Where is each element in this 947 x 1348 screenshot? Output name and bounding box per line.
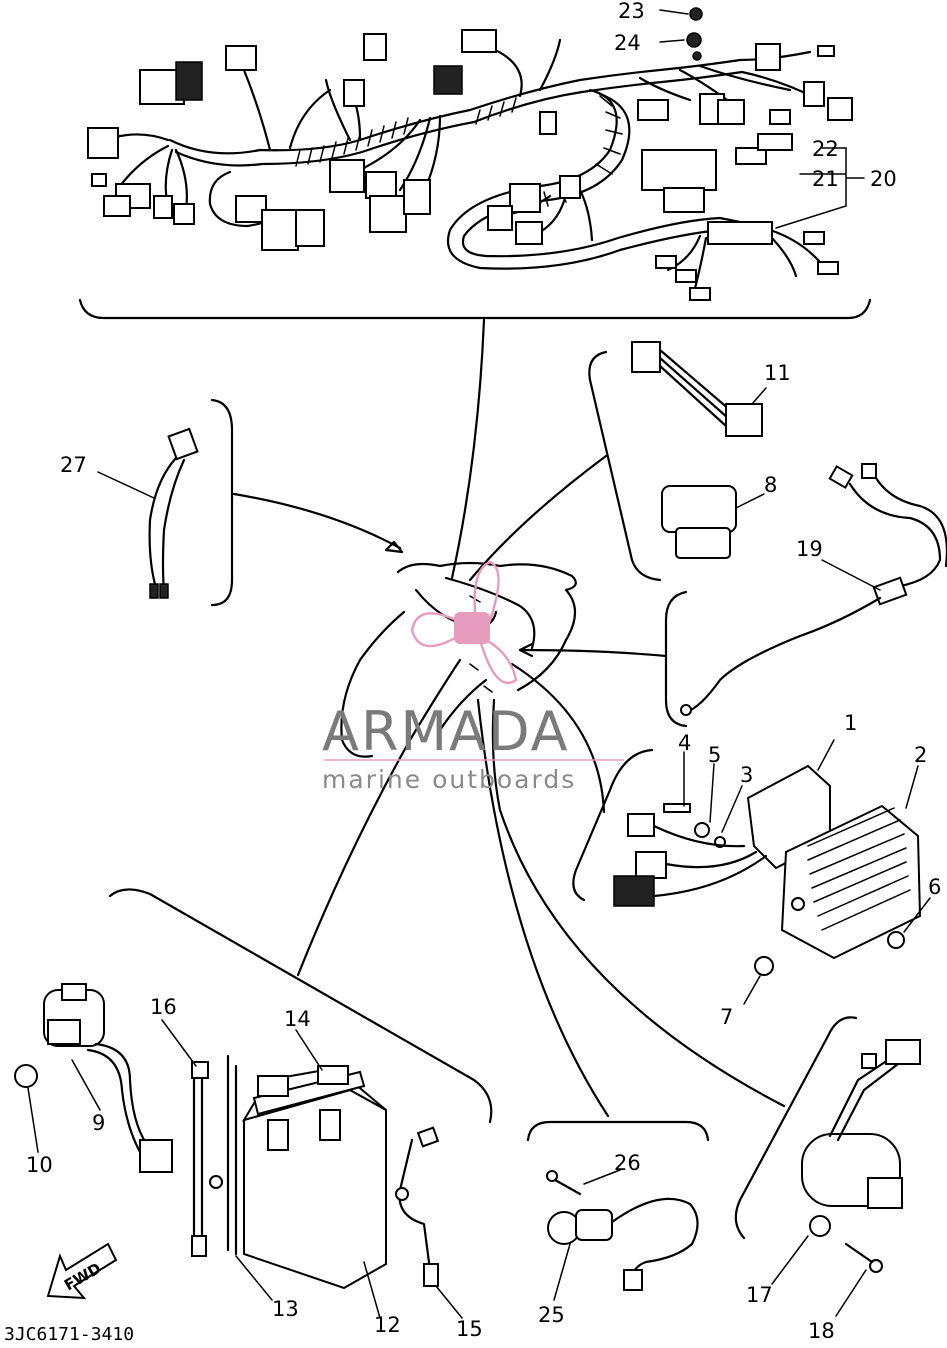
callout-15: 15 (456, 1317, 483, 1341)
callout-14: 14 (284, 1007, 311, 1031)
part-8-relay (661, 485, 765, 559)
bracket-switch-19 (664, 590, 688, 728)
armada-logo-center (454, 612, 490, 644)
callout-27: 27 (60, 453, 87, 477)
part-27-sensor (97, 427, 199, 599)
callout-numbers: 1 2 3 4 5 6 7 8 9 10 11 12 13 14 15 16 1… (26, 0, 941, 1343)
part-17-main-switch (771, 1039, 921, 1317)
armada-watermark: ARMADA marine outboards (322, 560, 624, 794)
callout-11: 11 (764, 361, 791, 385)
watermark-tagline: marine outboards (322, 765, 576, 794)
bracket-rectifier (572, 748, 654, 902)
callout-25: 25 (538, 1303, 565, 1327)
callout-6: 6 (928, 875, 941, 899)
bracket-main-switch (734, 1016, 858, 1240)
callout-2: 2 (914, 743, 927, 767)
callout-3: 3 (740, 763, 753, 787)
bracket-sensor-27 (210, 398, 234, 607)
callout-8: 8 (764, 473, 777, 497)
part-23-bolt (689, 7, 703, 21)
callout-12: 12 (374, 1313, 401, 1337)
callout-5: 5 (708, 743, 721, 767)
callout-23: 23 (618, 0, 645, 23)
diagram-code: 3JC6171-3410 (4, 1324, 134, 1345)
callout-24: 24 (614, 31, 641, 55)
callout-20: 20 (870, 167, 897, 191)
callout-19: 19 (796, 537, 823, 561)
callout-4: 4 (678, 731, 691, 755)
callout-17: 17 (746, 1283, 773, 1307)
wire-harness (87, 29, 853, 301)
callout-10: 10 (26, 1153, 53, 1177)
bracket-wire-harness (78, 298, 872, 320)
part-25-sensor (546, 1169, 699, 1301)
callout-26: 26 (614, 1151, 641, 1175)
bracket-relays (588, 350, 662, 582)
callout-21: 21 (812, 167, 839, 191)
bracket-sensor-25 (526, 1120, 710, 1142)
callout-7: 7 (720, 1005, 733, 1029)
callout-22: 22 (812, 137, 839, 161)
battery-assembly (161, 1019, 463, 1319)
routing-lines (232, 318, 786, 1118)
bracket-battery (108, 888, 493, 1124)
callout-13: 13 (272, 1297, 299, 1321)
forward-direction-arrow: FWD (46, 1242, 118, 1300)
callout-1: 1 (844, 711, 857, 735)
armada-logo-icon (410, 560, 518, 685)
group-brackets (78, 298, 872, 1240)
part-24-washer (686, 32, 702, 48)
callout-16: 16 (150, 995, 177, 1019)
part-9-flasher (14, 983, 173, 1173)
callout-18: 18 (808, 1319, 835, 1343)
watermark-brand: ARMADA (322, 700, 570, 763)
part-11-sub-lead (631, 341, 767, 437)
rectifier-regulator-assembly (613, 739, 931, 1005)
callout-9: 9 (92, 1111, 105, 1135)
part-19-switch (680, 463, 947, 716)
